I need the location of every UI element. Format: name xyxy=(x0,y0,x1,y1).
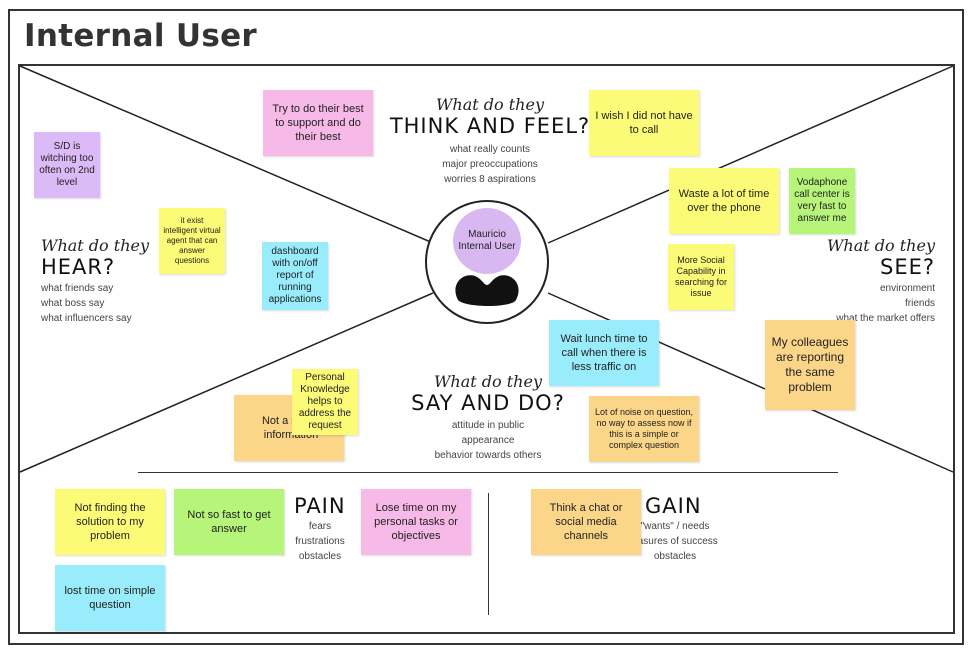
section-see: What do they SEE? environment friends wh… xyxy=(780,236,935,326)
gain-sub-1: "wants" / needs xyxy=(640,521,710,532)
sticky-note[interactable]: My colleagues are reporting the same pro… xyxy=(765,320,855,410)
sticky-note[interactable]: lost time on simple question xyxy=(55,565,165,631)
sticky-note[interactable]: Vodaphone call center is very fast to an… xyxy=(789,168,855,234)
say-script: What do they xyxy=(433,372,542,391)
hear-script: What do they xyxy=(41,236,150,255)
pain-gain-divider-horizontal xyxy=(138,472,838,473)
gain-title: GAIN xyxy=(645,494,702,518)
hear-title: HEAR? xyxy=(41,255,116,279)
pain-title: PAIN xyxy=(294,494,346,518)
sticky-note[interactable]: Wait lunch time to call when there is le… xyxy=(549,320,659,386)
sticky-note[interactable]: Not so fast to get answer xyxy=(174,489,284,555)
gain-sub: "wants" / needs easures of success obsta… xyxy=(630,519,720,564)
section-think-feel: What do they THINK AND FEEL? what really… xyxy=(380,95,600,187)
line-bottom-left xyxy=(19,292,434,473)
sticky-note[interactable]: Think a chat or social media channels xyxy=(531,489,641,555)
think-sub-1: what really counts xyxy=(449,144,531,155)
pain-sub-1: fears xyxy=(308,521,332,532)
sticky-note[interactable]: S/D is witching too often on 2nd level xyxy=(34,132,100,198)
section-hear: What do they HEAR? what friends say what… xyxy=(41,236,191,326)
hear-sub-3: what influencers say xyxy=(41,313,132,324)
section-say-do: What do they SAY AND DO? attitude in pub… xyxy=(398,372,578,463)
think-title: THINK AND FEEL? xyxy=(389,114,591,138)
sticky-note[interactable]: Personal Knowledge helps to address the … xyxy=(292,369,358,435)
gain-sub-3: obstacles xyxy=(653,551,697,562)
see-sub-3: what the market offers xyxy=(836,313,935,324)
sticky-note[interactable]: dashboard with on/off report of running … xyxy=(262,242,328,310)
sticky-note[interactable]: Not finding the solution to my problem xyxy=(55,489,165,555)
say-sub-2: appearance xyxy=(461,435,515,446)
page-title: Internal User xyxy=(24,18,257,54)
think-script: What do they xyxy=(435,95,544,114)
sticky-note[interactable]: Lot of noise on question, no way to asse… xyxy=(589,396,699,462)
see-script: What do they xyxy=(826,236,935,255)
pain-gain-divider-vertical xyxy=(488,493,489,615)
see-title: SEE? xyxy=(879,255,935,279)
say-sub-1: attitude in public xyxy=(451,420,525,431)
pain-sub: fears frustrations obstacles xyxy=(288,519,352,564)
sticky-note[interactable]: Lose time on my personal tasks or object… xyxy=(361,489,471,555)
sticky-note[interactable]: I wish I did not have to call xyxy=(589,90,699,156)
pain-sub-3: obstacles xyxy=(298,551,342,562)
sticky-note[interactable]: it exist intelligent virtual agent that … xyxy=(159,208,225,274)
say-sub-3: behavior towards others xyxy=(434,450,542,461)
say-title: SAY AND DO? xyxy=(411,391,565,415)
persona-head: Mauricio Internal User xyxy=(453,208,521,274)
line-top-right xyxy=(547,65,954,244)
pain-sub-2: frustrations xyxy=(295,536,345,547)
sticky-note[interactable]: Try to do their best to support and do t… xyxy=(263,90,373,156)
sticky-note[interactable]: Waste a lot of time over the phone xyxy=(669,168,779,234)
persona-name: Mauricio Internal User xyxy=(458,229,516,252)
hear-sub-1: what friends say xyxy=(41,283,114,294)
sticky-note[interactable]: More Social Capability in searching for … xyxy=(668,244,734,310)
see-sub-1: environment xyxy=(879,283,935,294)
see-sub-2: friends xyxy=(904,298,935,309)
gain-sub-2: easures of success xyxy=(632,536,718,547)
empathy-map-board xyxy=(18,64,955,634)
think-sub-2: major preoccupations xyxy=(442,159,538,170)
line-top-left xyxy=(19,65,434,244)
think-sub-3: worries 8 aspirations xyxy=(444,174,536,185)
hear-sub-2: what boss say xyxy=(41,298,105,309)
